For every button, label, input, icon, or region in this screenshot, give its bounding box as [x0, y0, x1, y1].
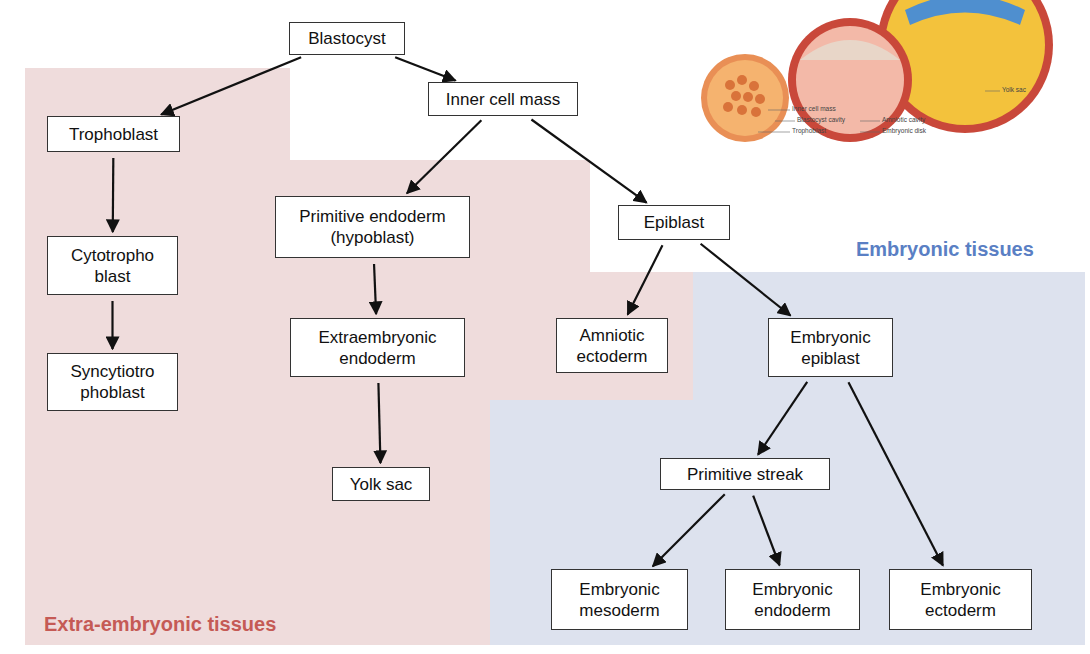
box-text: Inner cell mass — [446, 89, 560, 110]
process-box: Blastocyst — [289, 22, 405, 55]
process-box: Epiblast — [618, 205, 730, 240]
leader-line — [985, 91, 1000, 92]
stage1-outer — [701, 54, 789, 142]
process-box: Cytotropho blast — [47, 236, 178, 295]
process-box: Primitive streak — [660, 458, 830, 490]
arrow-connector — [111, 301, 113, 349]
process-box: Syncytiotro phoblast — [47, 353, 178, 411]
region-label: Extra-embryonic tissues — [44, 613, 276, 636]
leader-line — [768, 110, 790, 111]
box-text: Embryonic endoderm — [730, 579, 855, 621]
arrow-connector — [161, 57, 301, 114]
box-text: Epiblast — [644, 212, 704, 233]
process-box: Amniotic ectoderm — [556, 318, 668, 373]
process-box: Embryonic epiblast — [768, 318, 893, 377]
arrow-connector — [653, 494, 725, 566]
cell-dot — [725, 80, 735, 90]
box-text: Extraembryonic endoderm — [295, 327, 460, 369]
cell-dot — [737, 75, 747, 85]
arrow-connector — [848, 382, 942, 565]
box-text: Trophoblast — [69, 124, 158, 145]
cell-dot — [755, 94, 765, 104]
arrow-connector — [112, 158, 115, 232]
leader-line — [860, 132, 880, 133]
cell-dot — [749, 81, 759, 91]
box-text: Blastocyst — [308, 28, 385, 49]
blastocyst-illustration — [701, 0, 1053, 142]
arrow-connector — [628, 245, 663, 314]
box-text: Amniotic ectoderm — [561, 325, 663, 367]
arrow-connector — [395, 57, 455, 80]
illustration-label: Yolk sac — [1002, 86, 1026, 93]
process-box: Trophoblast — [47, 116, 180, 152]
cell-dots — [723, 75, 765, 117]
leader-line — [775, 121, 795, 122]
illustration-label: Inner cell mass — [792, 105, 836, 112]
cell-dot — [723, 102, 733, 112]
box-text: Yolk sac — [350, 474, 413, 495]
box-text: Embryonic epiblast — [773, 327, 888, 369]
region-label: Embryonic tissues — [856, 238, 1034, 261]
process-box: Extraembryonic endoderm — [290, 318, 465, 377]
cell-dot — [731, 91, 741, 101]
box-text: Cytotropho blast — [52, 245, 173, 287]
arrow-connector — [753, 496, 779, 566]
leader-line — [758, 132, 790, 133]
box-text: Primitive endoderm (hypoblast) — [280, 206, 465, 248]
box-text: Primitive streak — [687, 464, 803, 485]
stage1-inner — [707, 60, 783, 136]
arrow-connector — [701, 244, 791, 316]
box-text: Embryonic mesoderm — [556, 579, 683, 621]
process-box: Embryonic mesoderm — [551, 569, 688, 630]
arrow-connector — [374, 264, 376, 314]
process-box: Primitive endoderm (hypoblast) — [275, 196, 470, 258]
arrow-connector — [407, 120, 481, 193]
illustration-label: Amniotic cavity — [882, 116, 925, 123]
cell-dot — [751, 107, 761, 117]
stage2-disk — [800, 40, 900, 60]
embryonic-region — [490, 272, 1085, 645]
arrow-connector — [531, 120, 646, 203]
illustration-label: Trophoblast — [792, 127, 826, 134]
process-box: Embryonic ectoderm — [889, 569, 1032, 630]
cell-dot — [743, 92, 753, 102]
leader-line — [860, 121, 880, 122]
leader-lines — [758, 91, 1000, 132]
illustration-label: Embryonic disk — [882, 127, 926, 134]
box-text: Embryonic ectoderm — [894, 579, 1027, 621]
arrow-connector — [378, 383, 380, 463]
process-box: Inner cell mass — [428, 82, 578, 116]
embryonic-disk — [905, 0, 1025, 25]
illustration-label: Blastocyst cavity — [797, 116, 845, 123]
arrow-connector — [758, 382, 807, 455]
stage2-outer — [788, 18, 912, 142]
cell-dot — [737, 105, 747, 115]
process-box: Embryonic endoderm — [725, 569, 860, 630]
box-text: Syncytiotro phoblast — [52, 361, 173, 403]
process-box: Yolk sac — [332, 467, 430, 501]
